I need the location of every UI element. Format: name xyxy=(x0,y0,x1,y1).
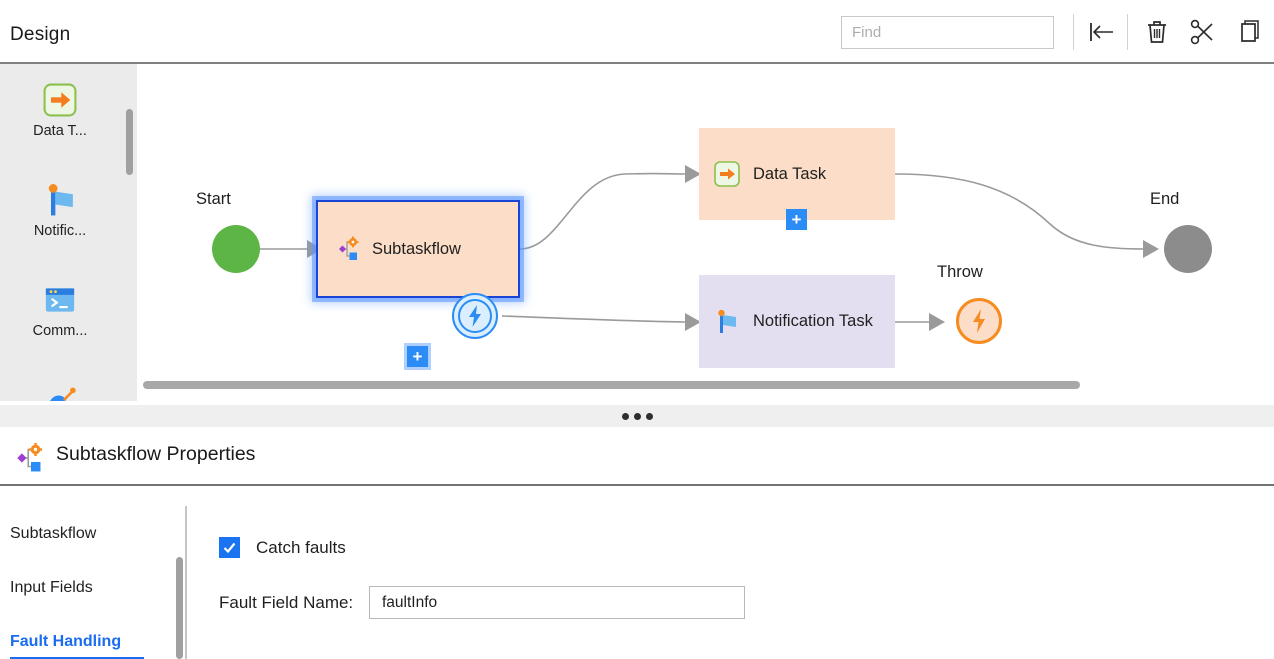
active-tab-underline xyxy=(10,657,144,659)
go-to-start-icon-button[interactable] xyxy=(1082,14,1120,50)
tab-input-fields[interactable]: Input Fields xyxy=(0,561,180,615)
start-node-label: Start xyxy=(196,190,231,208)
properties-header-rule xyxy=(0,484,1274,486)
catch-faults-checkbox[interactable] xyxy=(219,537,240,558)
end-event-node[interactable] xyxy=(1164,225,1212,273)
fault-field-name-input[interactable] xyxy=(369,586,745,619)
palette-item-data-task[interactable]: Data T... xyxy=(0,80,120,139)
tab-subtaskflow[interactable]: Subtaskflow xyxy=(0,507,180,561)
palette-item-notification-task-label: Notific... xyxy=(33,223,87,239)
top-header: Design xyxy=(0,0,1274,64)
throw-node-label: Throw xyxy=(937,263,983,281)
toolbar-divider-left xyxy=(1073,14,1074,50)
node-data-task[interactable]: Data Task xyxy=(699,128,895,220)
palette-item-data-task-label: Data T... xyxy=(33,123,87,139)
node-notification-task-label: Notification Task xyxy=(753,312,873,331)
cut-icon xyxy=(1188,18,1216,46)
tab-fault-handling[interactable]: Fault Handling xyxy=(0,615,180,659)
properties-tabs-divider xyxy=(185,506,187,659)
palette-item-notification-task[interactable]: Notific... xyxy=(0,180,120,239)
canvas-hscroll-thumb[interactable] xyxy=(143,381,1080,389)
data-task-icon xyxy=(0,80,120,120)
node-subtaskflow-label: Subtaskflow xyxy=(372,239,461,258)
node-subtaskflow[interactable]: Subtaskflow xyxy=(316,200,520,298)
delete-icon xyxy=(1144,18,1170,46)
palette-item-service-task[interactable] xyxy=(0,380,120,401)
page-title: Design xyxy=(10,24,71,45)
node-notification-task[interactable]: Notification Task xyxy=(699,275,895,368)
delete-icon-button[interactable] xyxy=(1138,14,1176,50)
palette-sidebar[interactable]: Data T... Notific... xyxy=(0,64,137,401)
toolbar-divider-right xyxy=(1127,14,1128,50)
splitter-grip-icon xyxy=(621,412,653,420)
catch-faults-label: Catch faults xyxy=(256,537,346,557)
cut-icon-button[interactable] xyxy=(1183,14,1221,50)
copy-icon xyxy=(1234,18,1260,46)
go-to-start-icon xyxy=(1086,21,1116,43)
subtaskflow-icon xyxy=(10,441,44,480)
find-input[interactable] xyxy=(841,16,1054,49)
add-step-button-subtaskflow[interactable]: + xyxy=(407,346,428,367)
connector-layer xyxy=(259,165,1159,331)
fault-field-name-label: Fault Field Name: xyxy=(219,592,354,612)
properties-title: Subtaskflow Properties xyxy=(56,443,256,465)
tab-input-fields-label: Input Fields xyxy=(10,579,93,596)
properties-panel: Subtaskflow Properties Subtaskflow Input… xyxy=(0,427,1274,659)
service-task-icon xyxy=(0,380,120,401)
start-event-node[interactable] xyxy=(212,225,260,273)
palette-scrollbar[interactable] xyxy=(126,109,133,175)
throw-event-node[interactable] xyxy=(956,298,1002,344)
fault-handling-form: Catch faults Fault Field Name: xyxy=(219,537,745,619)
notification-task-icon xyxy=(0,180,120,220)
node-data-task-label: Data Task xyxy=(753,164,827,183)
panel-splitter[interactable] xyxy=(0,405,1274,427)
copy-icon-button[interactable] xyxy=(1228,14,1266,50)
palette-item-command-task[interactable]: Comm... xyxy=(0,280,120,339)
add-step-button-data-task[interactable]: + xyxy=(786,209,807,230)
catch-faults-row: Catch faults xyxy=(219,537,745,558)
properties-tab-list[interactable]: Subtaskflow Input Fields Fault Handling xyxy=(0,507,180,659)
properties-tabs-scrollbar[interactable] xyxy=(176,557,183,659)
design-canvas[interactable]: Start xyxy=(0,64,1274,401)
data-task-icon xyxy=(713,160,741,188)
tab-subtaskflow-label: Subtaskflow xyxy=(10,525,97,542)
properties-header: Subtaskflow Properties xyxy=(0,427,1274,487)
notification-task-icon xyxy=(713,308,741,336)
tab-fault-handling-label: Fault Handling xyxy=(10,633,122,650)
palette-item-command-task-label: Comm... xyxy=(32,323,88,339)
fault-field-row: Fault Field Name: xyxy=(219,586,745,619)
command-task-icon xyxy=(0,280,120,320)
boundary-fault-event-node[interactable] xyxy=(452,293,498,339)
subtaskflow-icon xyxy=(332,235,360,263)
end-node-label: End xyxy=(1150,190,1180,208)
